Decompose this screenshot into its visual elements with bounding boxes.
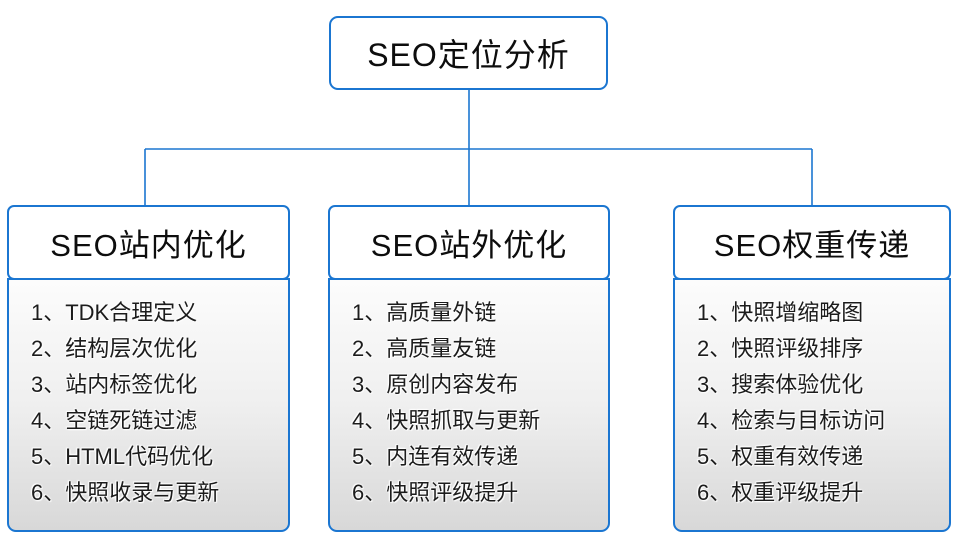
list-item: 4、空链死链过滤 (31, 408, 198, 433)
list-item: 2、快照评级排序 (697, 336, 864, 361)
list-item: 5、权重有效传递 (697, 444, 864, 469)
column-title: SEO权重传递 (713, 228, 911, 263)
list-item: 5、内连有效传递 (352, 444, 519, 469)
list-item: 1、快照增缩略图 (697, 300, 864, 325)
column-offsite-optimization: SEO站外优化 1、高质量外链 2、高质量友链 3、原创内容发布 4、快照抓取与… (328, 205, 610, 532)
column-header-box: SEO站内优化 (7, 205, 290, 280)
list-item: 6、快照收录与更新 (31, 480, 220, 505)
list-item: 1、高质量外链 (352, 300, 497, 325)
column-header-box: SEO站外优化 (328, 205, 610, 280)
list-item: 1、TDK合理定义 (31, 300, 198, 325)
column-title: SEO站外优化 (370, 228, 568, 263)
column-list-panel: 1、快照增缩略图 2、快照评级排序 3、搜索体验优化 4、检索与目标访问 5、权… (673, 278, 951, 532)
list-item: 2、结构层次优化 (31, 336, 198, 361)
column-list-panel: 1、高质量外链 2、高质量友链 3、原创内容发布 4、快照抓取与更新 5、内连有… (328, 278, 610, 532)
list-item: 4、快照抓取与更新 (352, 408, 541, 433)
column-onsite-optimization: SEO站内优化 1、TDK合理定义 2、结构层次优化 3、站内标签优化 4、空链… (7, 205, 290, 532)
list-item: 2、高质量友链 (352, 336, 497, 361)
list-item: 5、HTML代码优化 (31, 444, 214, 469)
column-weight-transfer: SEO权重传递 1、快照增缩略图 2、快照评级排序 3、搜索体验优化 4、检索与… (673, 205, 951, 532)
list-item: 3、搜索体验优化 (697, 372, 864, 397)
list-item: 3、原创内容发布 (352, 372, 519, 397)
root-node-title: SEO定位分析 (367, 37, 570, 73)
root-node-box: SEO定位分析 (329, 16, 608, 90)
column-header-box: SEO权重传递 (673, 205, 951, 280)
list-item: 4、检索与目标访问 (697, 408, 886, 433)
list-item: 3、站内标签优化 (31, 372, 198, 397)
column-title: SEO站内优化 (50, 228, 247, 263)
column-list-panel: 1、TDK合理定义 2、结构层次优化 3、站内标签优化 4、空链死链过滤 5、H… (7, 278, 290, 532)
list-item: 6、快照评级提升 (352, 480, 519, 505)
list-item: 6、权重评级提升 (697, 480, 864, 505)
